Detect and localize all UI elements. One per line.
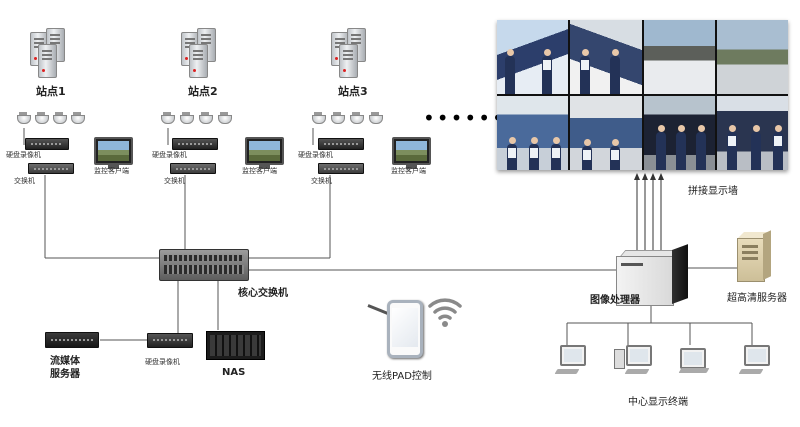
wifi-icon [428,298,462,327]
site1-monitor-icon [94,137,133,169]
site2-dvr-label: 硬盘录像机 [152,151,187,159]
video-wall-tile [497,96,569,170]
dome-camera-icon [312,112,326,124]
site2-server-cluster [181,28,223,80]
video-wall-tile [716,20,788,94]
center-dvr [147,333,193,348]
video-wall-display [497,20,788,170]
video-wall-tile [643,20,715,94]
streaming-server [45,332,99,348]
site3-switch [318,163,364,174]
tablet-icon [387,300,423,358]
video-wall-tile [570,20,642,94]
dome-camera-icon [71,112,85,124]
video-wall-label: 拼接显示墙 [688,186,738,197]
dome-camera-icon [180,112,194,124]
site2-switch [170,163,216,174]
site3-monitor-icon [392,137,431,169]
site2-label: 站点2 [188,85,218,98]
dome-camera-icon [331,112,345,124]
core-switch-label: 核心交换机 [238,288,288,299]
upload-arrows [636,178,662,250]
site3-label: 站点3 [338,85,368,98]
dome-camera-icon [369,112,383,124]
image-processor [616,244,688,306]
site3-dvr-label: 硬盘录像机 [298,151,333,159]
nas-device [206,331,265,360]
site3-client-label: 监控客户端 [391,167,426,175]
core-switch [159,249,249,281]
site1-dvr-label: 硬盘录像机 [6,151,41,159]
site2-monitor-icon [245,137,284,169]
dome-camera-icon [350,112,364,124]
video-wall-tile [570,96,642,170]
dome-camera-icon [53,112,67,124]
site2-switch-label: 交换机 [164,177,185,185]
nas-label: NAS [222,367,246,378]
site1-switch-label: 交换机 [14,177,35,185]
site1-dvr [25,138,69,150]
server-icon [339,44,358,78]
dome-camera-icon [161,112,175,124]
site1-switch [28,163,74,174]
server-icon [38,44,57,78]
hd-server [737,230,771,282]
site1-label: 站点1 [36,85,66,98]
site1-client-label: 监控客户端 [94,167,129,175]
display-terminals-label: 中心显示终端 [628,397,688,408]
dome-camera-icon [218,112,232,124]
video-wall-tile [497,20,569,94]
dome-camera-icon [35,112,49,124]
video-wall-tile [643,96,715,170]
center-dvr-label: 硬盘录像机 [145,358,180,366]
site3-server-cluster [331,28,373,80]
pad-control-label: 无线PAD控制 [372,371,432,382]
site2-dvr [172,138,218,150]
streaming-server-label: 流媒体 服务器 [50,356,80,380]
site3-switch-label: 交换机 [311,177,332,185]
site1-server-cluster [30,28,72,80]
more-sites-ellipsis: •••••• [423,106,506,130]
site2-client-label: 监控客户端 [242,167,277,175]
image-processor-label: 图像处理器 [590,295,640,306]
hd-server-label: 超高清服务器 [727,293,787,304]
dome-camera-icon [199,112,213,124]
video-wall-tile [716,96,788,170]
site3-dvr [318,138,364,150]
server-icon [189,44,208,78]
dome-camera-icon [17,112,31,124]
